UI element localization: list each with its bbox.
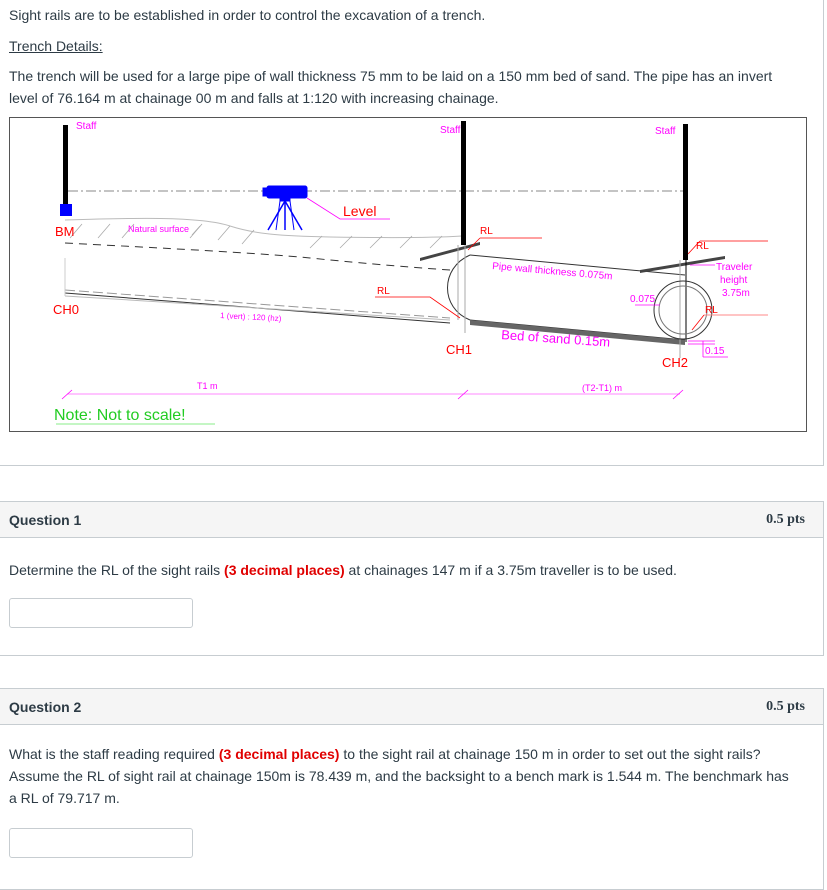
staff-label-ch1: Staff bbox=[440, 125, 461, 136]
natural-surface-label: Natural surface bbox=[128, 224, 189, 234]
question-1-text-part: at chainages 147 m if a 3.75m traveller … bbox=[344, 562, 677, 578]
staff-ch1 bbox=[461, 121, 466, 245]
ch1-label: CH1 bbox=[446, 342, 472, 357]
gradient-label: 1 (vert) : 120 (hz) bbox=[220, 311, 282, 323]
t1-label: T1 m bbox=[197, 381, 218, 391]
pipe-section-inner bbox=[658, 285, 708, 335]
rl-label-ch2-invert: RL bbox=[705, 305, 718, 316]
question-1-panel: Question 1 0.5 pts Determine the RL of t… bbox=[0, 501, 824, 656]
rl-label-ch1-rail: RL bbox=[480, 226, 493, 237]
bed-of-sand bbox=[470, 320, 685, 345]
pipe-top bbox=[469, 254, 686, 276]
question-intro-panel bbox=[0, 0, 824, 466]
question-2-text-line-3: a RL of 79.717 m. bbox=[9, 790, 120, 806]
question-2-answer-input[interactable] bbox=[9, 828, 193, 858]
wall-thickness-dim: 0.075 bbox=[630, 294, 655, 305]
traveler-label-3: 3.75m bbox=[722, 288, 750, 299]
traveler-label-1: Traveler bbox=[716, 262, 753, 273]
bed-of-sand-label: Bed of sand 0.15m bbox=[501, 327, 611, 350]
rl-label-ch2-rail: RL bbox=[696, 241, 709, 252]
level-label: Level bbox=[343, 203, 376, 219]
bm-label: BM bbox=[55, 224, 75, 239]
intro-text: Sight rails are to be established in ord… bbox=[9, 7, 486, 23]
surface-hatching bbox=[69, 223, 443, 249]
question-2-text-line-2: Assume the RL of sight rail at chainage … bbox=[9, 768, 789, 784]
pipe-section-outer bbox=[653, 280, 713, 340]
t2-t1-label: (T2-T1) m bbox=[582, 383, 622, 393]
traveler-label-2: height bbox=[720, 275, 747, 286]
trench-details-line-2: level of 76.164 m at chainage 00 m and f… bbox=[9, 90, 499, 106]
question-1-answer-input[interactable] bbox=[9, 598, 193, 628]
not-to-scale-note: Note: Not to scale! bbox=[54, 407, 186, 424]
sight-rail-ch1 bbox=[420, 242, 480, 261]
question-2-header: Question 2 0.5 pts bbox=[0, 689, 823, 725]
question-1-text-part: Determine the RL of the sight rails bbox=[9, 562, 225, 578]
question-2-title: Question 2 bbox=[9, 698, 82, 715]
pipe-end-ch1 bbox=[447, 254, 471, 321]
sand-thickness-dim: 0.15 bbox=[705, 346, 725, 357]
question-2-text-part: What is the staff reading required bbox=[9, 746, 219, 762]
trench-details-heading: Trench Details: bbox=[9, 38, 103, 54]
question-1-highlight: (3 decimal places) bbox=[224, 562, 345, 578]
trench-excavation-line bbox=[64, 242, 451, 271]
question-2-highlight: (3 decimal places) bbox=[218, 746, 340, 762]
question-1-points: 0.5 pts bbox=[766, 511, 805, 527]
question-2-points: 0.5 pts bbox=[766, 698, 805, 714]
ch2-label: CH2 bbox=[662, 355, 688, 370]
staff-label-bm: Staff bbox=[76, 121, 97, 132]
trench-details-line-1: The trench will be used for a large pipe… bbox=[9, 68, 773, 84]
sight-rail-ch2 bbox=[640, 256, 725, 273]
staff-label-ch2: Staff bbox=[655, 126, 676, 137]
rl-label-ch1-invert: RL bbox=[377, 286, 390, 297]
question-1-title: Question 1 bbox=[9, 511, 82, 528]
pipe-wall-label: Pipe wall thickness 0.075m bbox=[492, 261, 613, 282]
staff-bm bbox=[63, 125, 68, 215]
natural-surface-line bbox=[64, 217, 463, 239]
benchmark-block bbox=[60, 204, 72, 216]
question-1-text: Determine the RL of the sight rails (3 d… bbox=[9, 559, 809, 581]
trench-diagram: Staff Staff Staff BM Natural surface Lev… bbox=[9, 117, 807, 432]
question-1-header: Question 1 0.5 pts bbox=[0, 502, 823, 538]
level-instrument bbox=[262, 185, 308, 231]
staff-ch2 bbox=[683, 124, 688, 260]
question-2-text-part: to the sight rail at chainage 150 m in o… bbox=[339, 746, 761, 762]
question-2-text: What is the staff reading required (3 de… bbox=[9, 743, 809, 809]
question-2-panel: Question 2 0.5 pts What is the staff rea… bbox=[0, 688, 824, 890]
ch0-label: CH0 bbox=[53, 302, 79, 317]
